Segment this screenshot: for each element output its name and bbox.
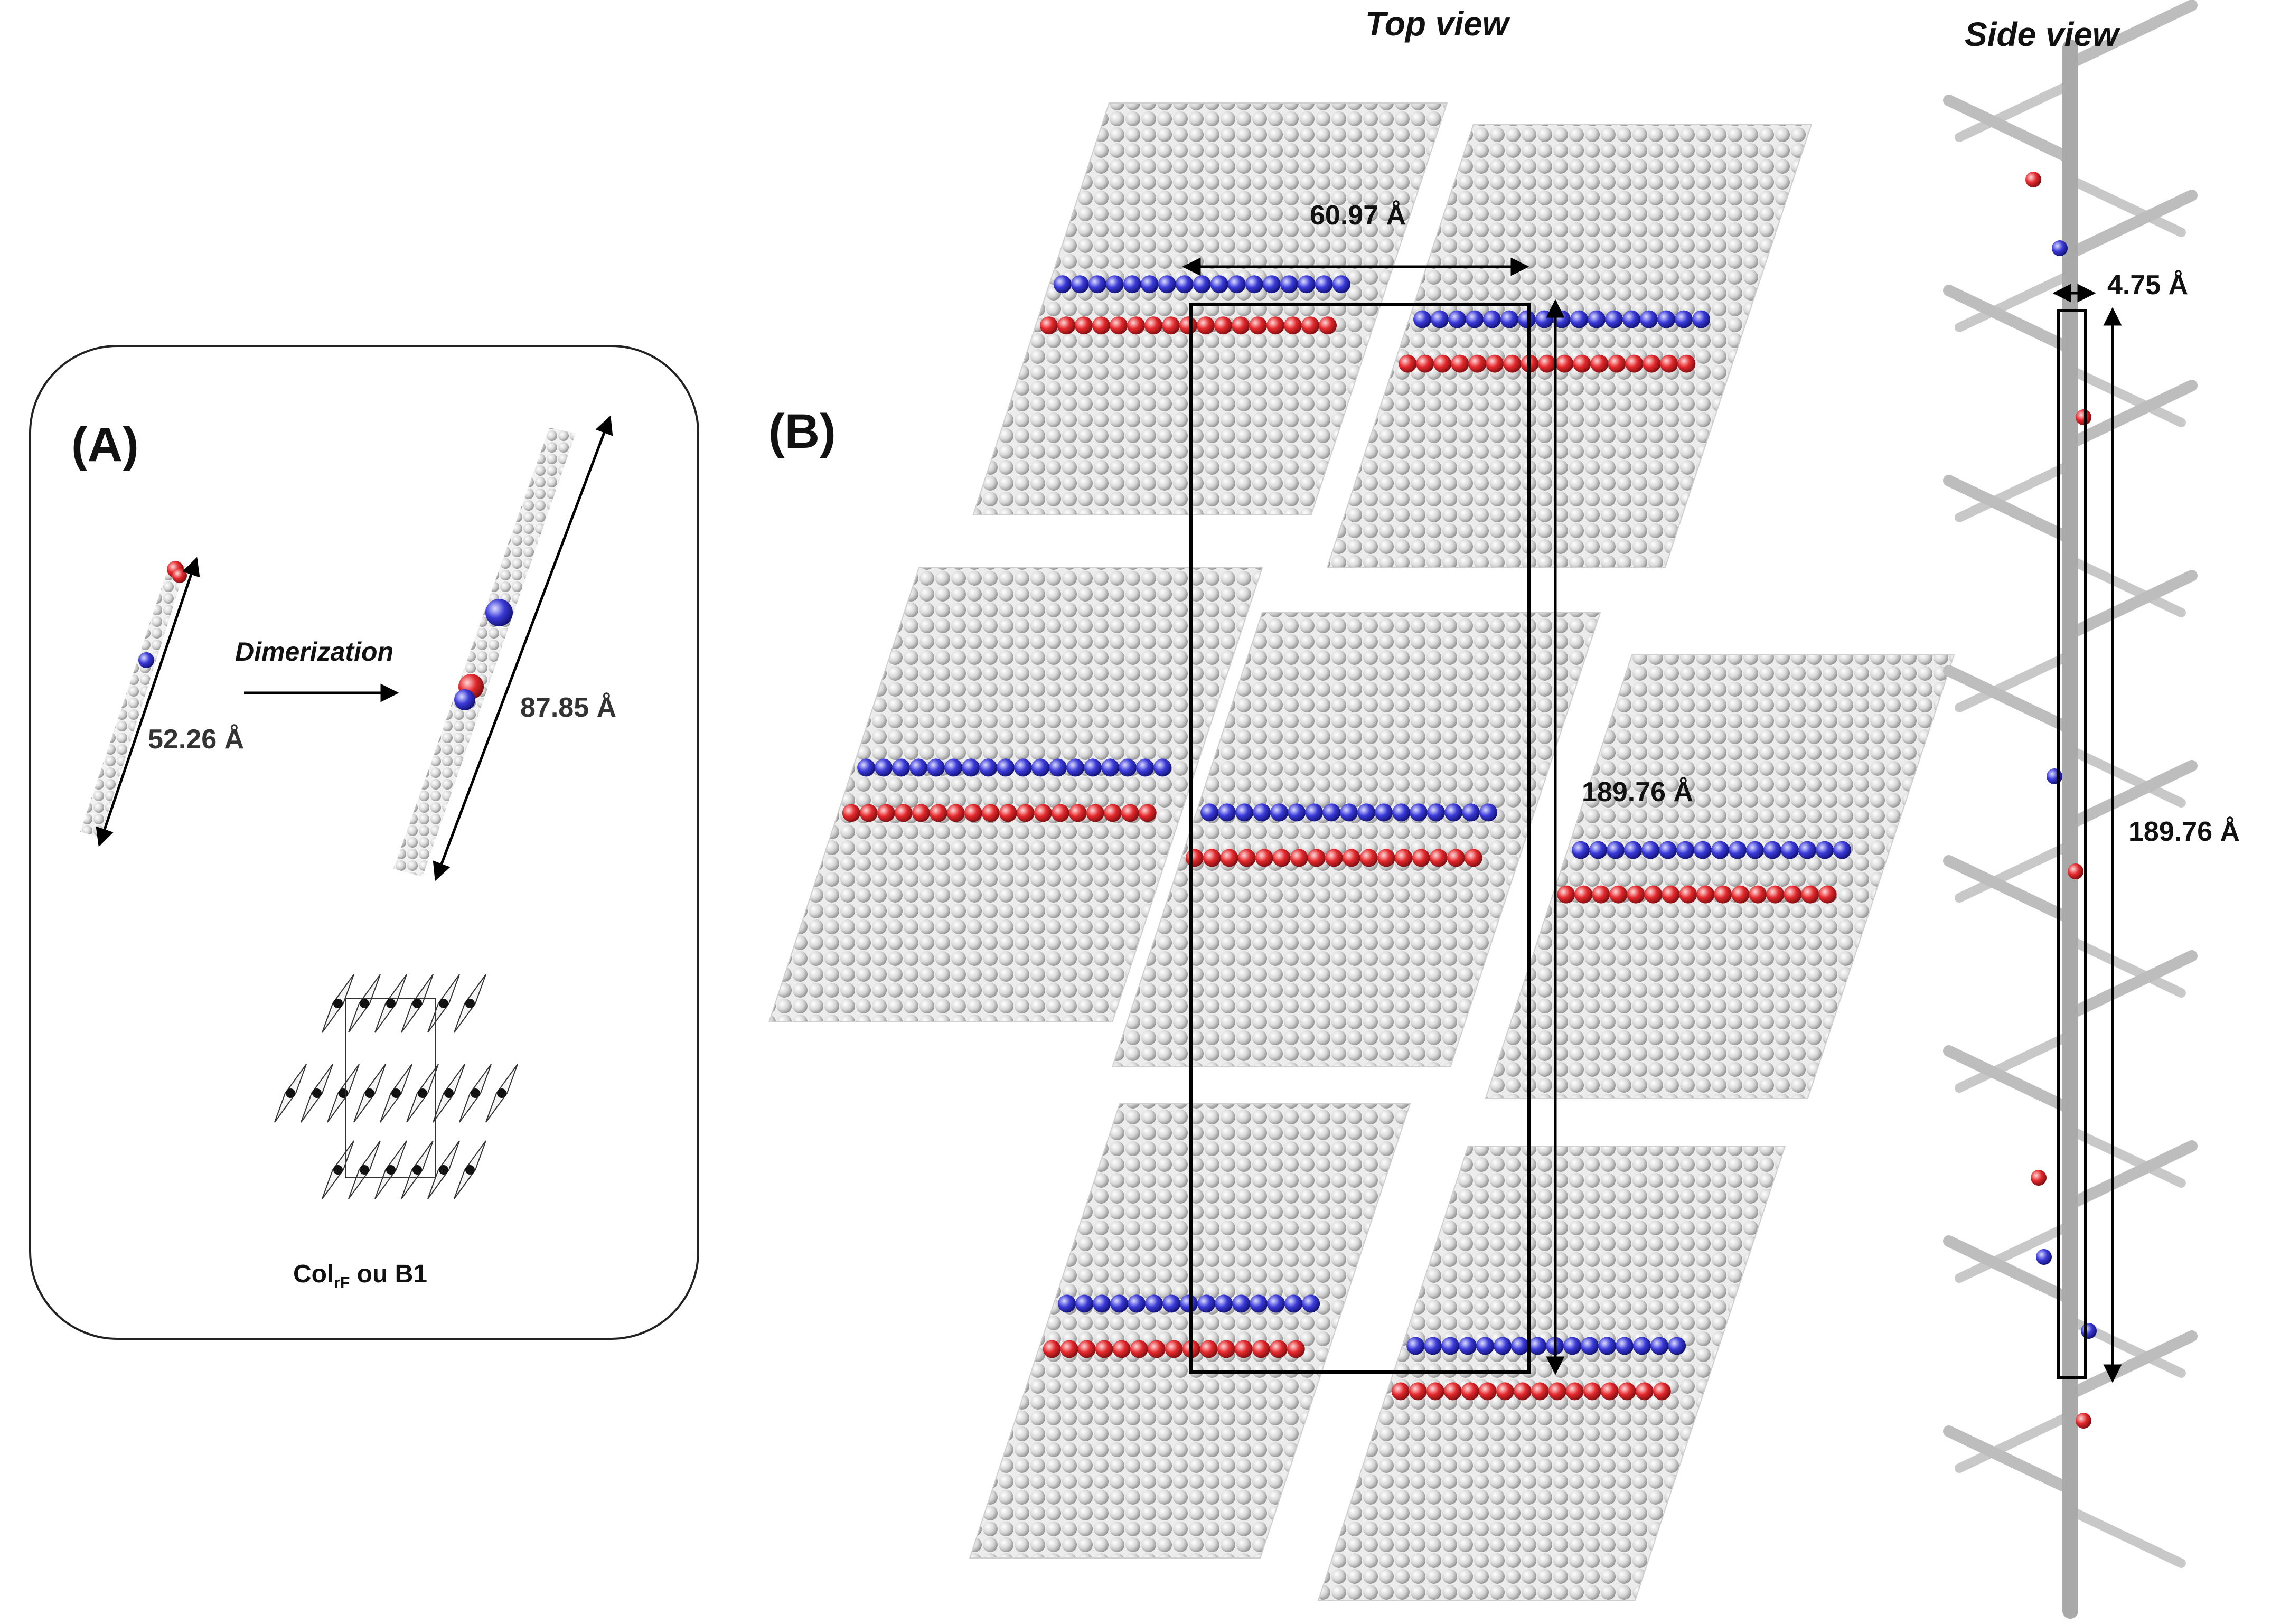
monomer-molecule xyxy=(80,561,187,837)
layer-block xyxy=(972,102,1448,515)
panel-a-frame xyxy=(29,345,699,1340)
side-width-label: 4.75 Å xyxy=(2107,270,2189,301)
layer-block xyxy=(1485,654,1955,1099)
col-unit xyxy=(454,974,486,1033)
top-length-label: 189.76 Å xyxy=(1582,777,1694,808)
col-unit xyxy=(454,1140,486,1199)
layer-block xyxy=(768,567,1263,1022)
col-unit xyxy=(406,1064,439,1123)
panel-a-label: (A) xyxy=(71,418,139,472)
col-unit xyxy=(427,1140,460,1199)
col-unit xyxy=(274,1064,307,1123)
dimerization-label: Dimerization xyxy=(235,637,394,667)
panel-b-label: (B) xyxy=(768,405,836,458)
col-unit xyxy=(322,974,354,1033)
side-length-label: 189.76 Å xyxy=(2128,816,2240,847)
col-unit xyxy=(380,1064,412,1123)
col-unit xyxy=(327,1064,360,1123)
side-view-structure xyxy=(1943,0,2198,1619)
layer-block xyxy=(1111,612,1601,1067)
dimer-length-arrow xyxy=(433,415,613,881)
dimer-length-label: 87.85 Å xyxy=(520,692,617,723)
dimer-molecule xyxy=(393,428,576,877)
col-unit xyxy=(322,1140,354,1199)
col-unit xyxy=(427,974,460,1033)
col-unit xyxy=(301,1064,333,1123)
monomer-length-label: 52.26 Å xyxy=(148,724,245,755)
top-view-title: Top view xyxy=(1365,5,1509,43)
col-unit xyxy=(433,1064,465,1123)
col-unit xyxy=(401,1140,434,1199)
col-unit xyxy=(459,1064,492,1123)
col-unit xyxy=(348,974,381,1033)
col-unit xyxy=(374,974,407,1033)
side-chain xyxy=(1943,0,2198,1619)
top-view-unit-cell xyxy=(1189,303,1531,1374)
col-unit xyxy=(353,1064,386,1123)
col-unit xyxy=(401,974,434,1033)
top-view-layers xyxy=(768,102,1955,1601)
monomer-length-arrow xyxy=(96,557,200,847)
top-width-label: 60.97 Å xyxy=(1310,200,1406,231)
phase-label: ColrF ou B1 xyxy=(293,1260,427,1292)
colrf-schematic xyxy=(274,974,518,1199)
col-unit xyxy=(348,1140,381,1199)
col-unit xyxy=(374,1140,407,1199)
side-view-title: Side view xyxy=(1965,15,2119,53)
col-unit xyxy=(485,1064,518,1123)
side-view-unit-cell xyxy=(2057,309,2087,1379)
